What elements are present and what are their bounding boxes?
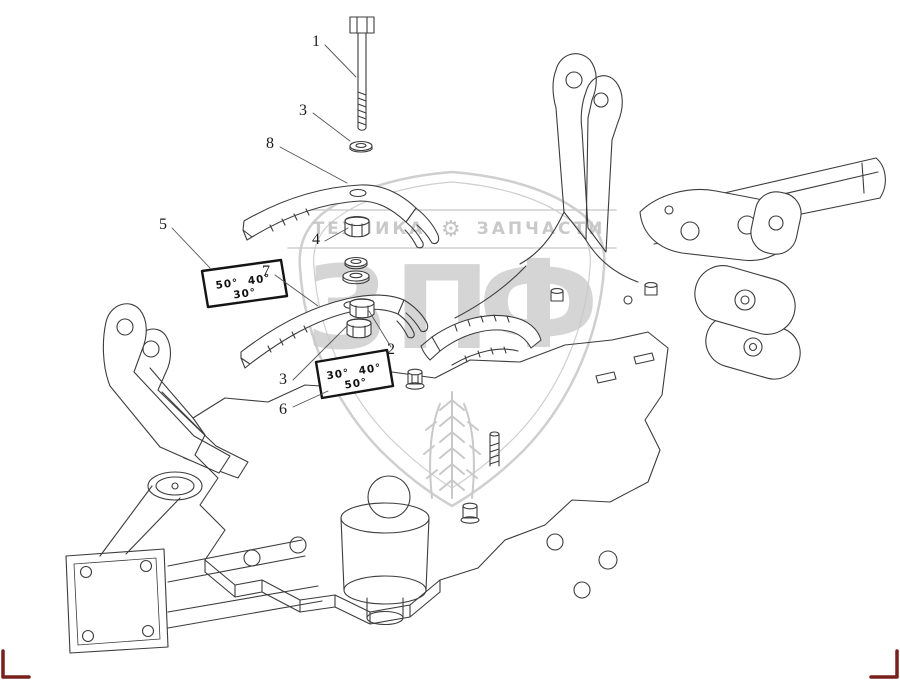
callout-item-1: 1 xyxy=(312,33,320,50)
washer-top xyxy=(349,140,373,153)
washer-stack xyxy=(342,256,370,285)
press-rollers xyxy=(694,191,802,380)
shield-outline-outer xyxy=(298,170,606,508)
drum xyxy=(340,502,430,626)
tower-brackets-left xyxy=(102,303,249,479)
tower-brackets-right xyxy=(454,53,639,319)
gear-icon: ⚙ xyxy=(441,216,461,241)
angle-plate-lower-text: 30° 40° 50° xyxy=(325,361,383,392)
callout-item-4: 4 xyxy=(312,231,320,248)
watermark-letter-3: Ф xyxy=(478,234,599,376)
leader-lines xyxy=(171,44,392,408)
pivot-bracket xyxy=(639,188,792,262)
fork-clamp-upper xyxy=(242,184,440,249)
nut-upper xyxy=(344,215,370,238)
callout-item-5: 5 xyxy=(159,216,167,233)
main-deck xyxy=(147,295,669,625)
callout-item-7: 7 xyxy=(262,263,270,280)
nut-middle xyxy=(349,298,375,319)
watermark-word-right: ЗАПЧАСТИ xyxy=(476,219,606,239)
hitch-mount xyxy=(65,485,323,654)
angle-plate-upper xyxy=(200,258,289,309)
nut-lower xyxy=(346,318,372,339)
hex-bolt xyxy=(349,16,375,131)
deck-bolts xyxy=(405,282,658,524)
angle-plate-upper-text: 50° 40° 30° xyxy=(214,272,272,302)
corner-marks xyxy=(1,649,899,679)
callout-item-6: 6 xyxy=(279,401,287,418)
callout-item-2: 2 xyxy=(387,341,395,358)
mounted-fork-clamp xyxy=(420,314,542,366)
callout-item-3a: 3 xyxy=(299,102,307,119)
wheat-emblem xyxy=(423,391,481,499)
callout-item-8: 8 xyxy=(266,135,274,152)
angle-plate-lower xyxy=(314,348,395,400)
callout-item-3b: 3 xyxy=(279,371,287,388)
